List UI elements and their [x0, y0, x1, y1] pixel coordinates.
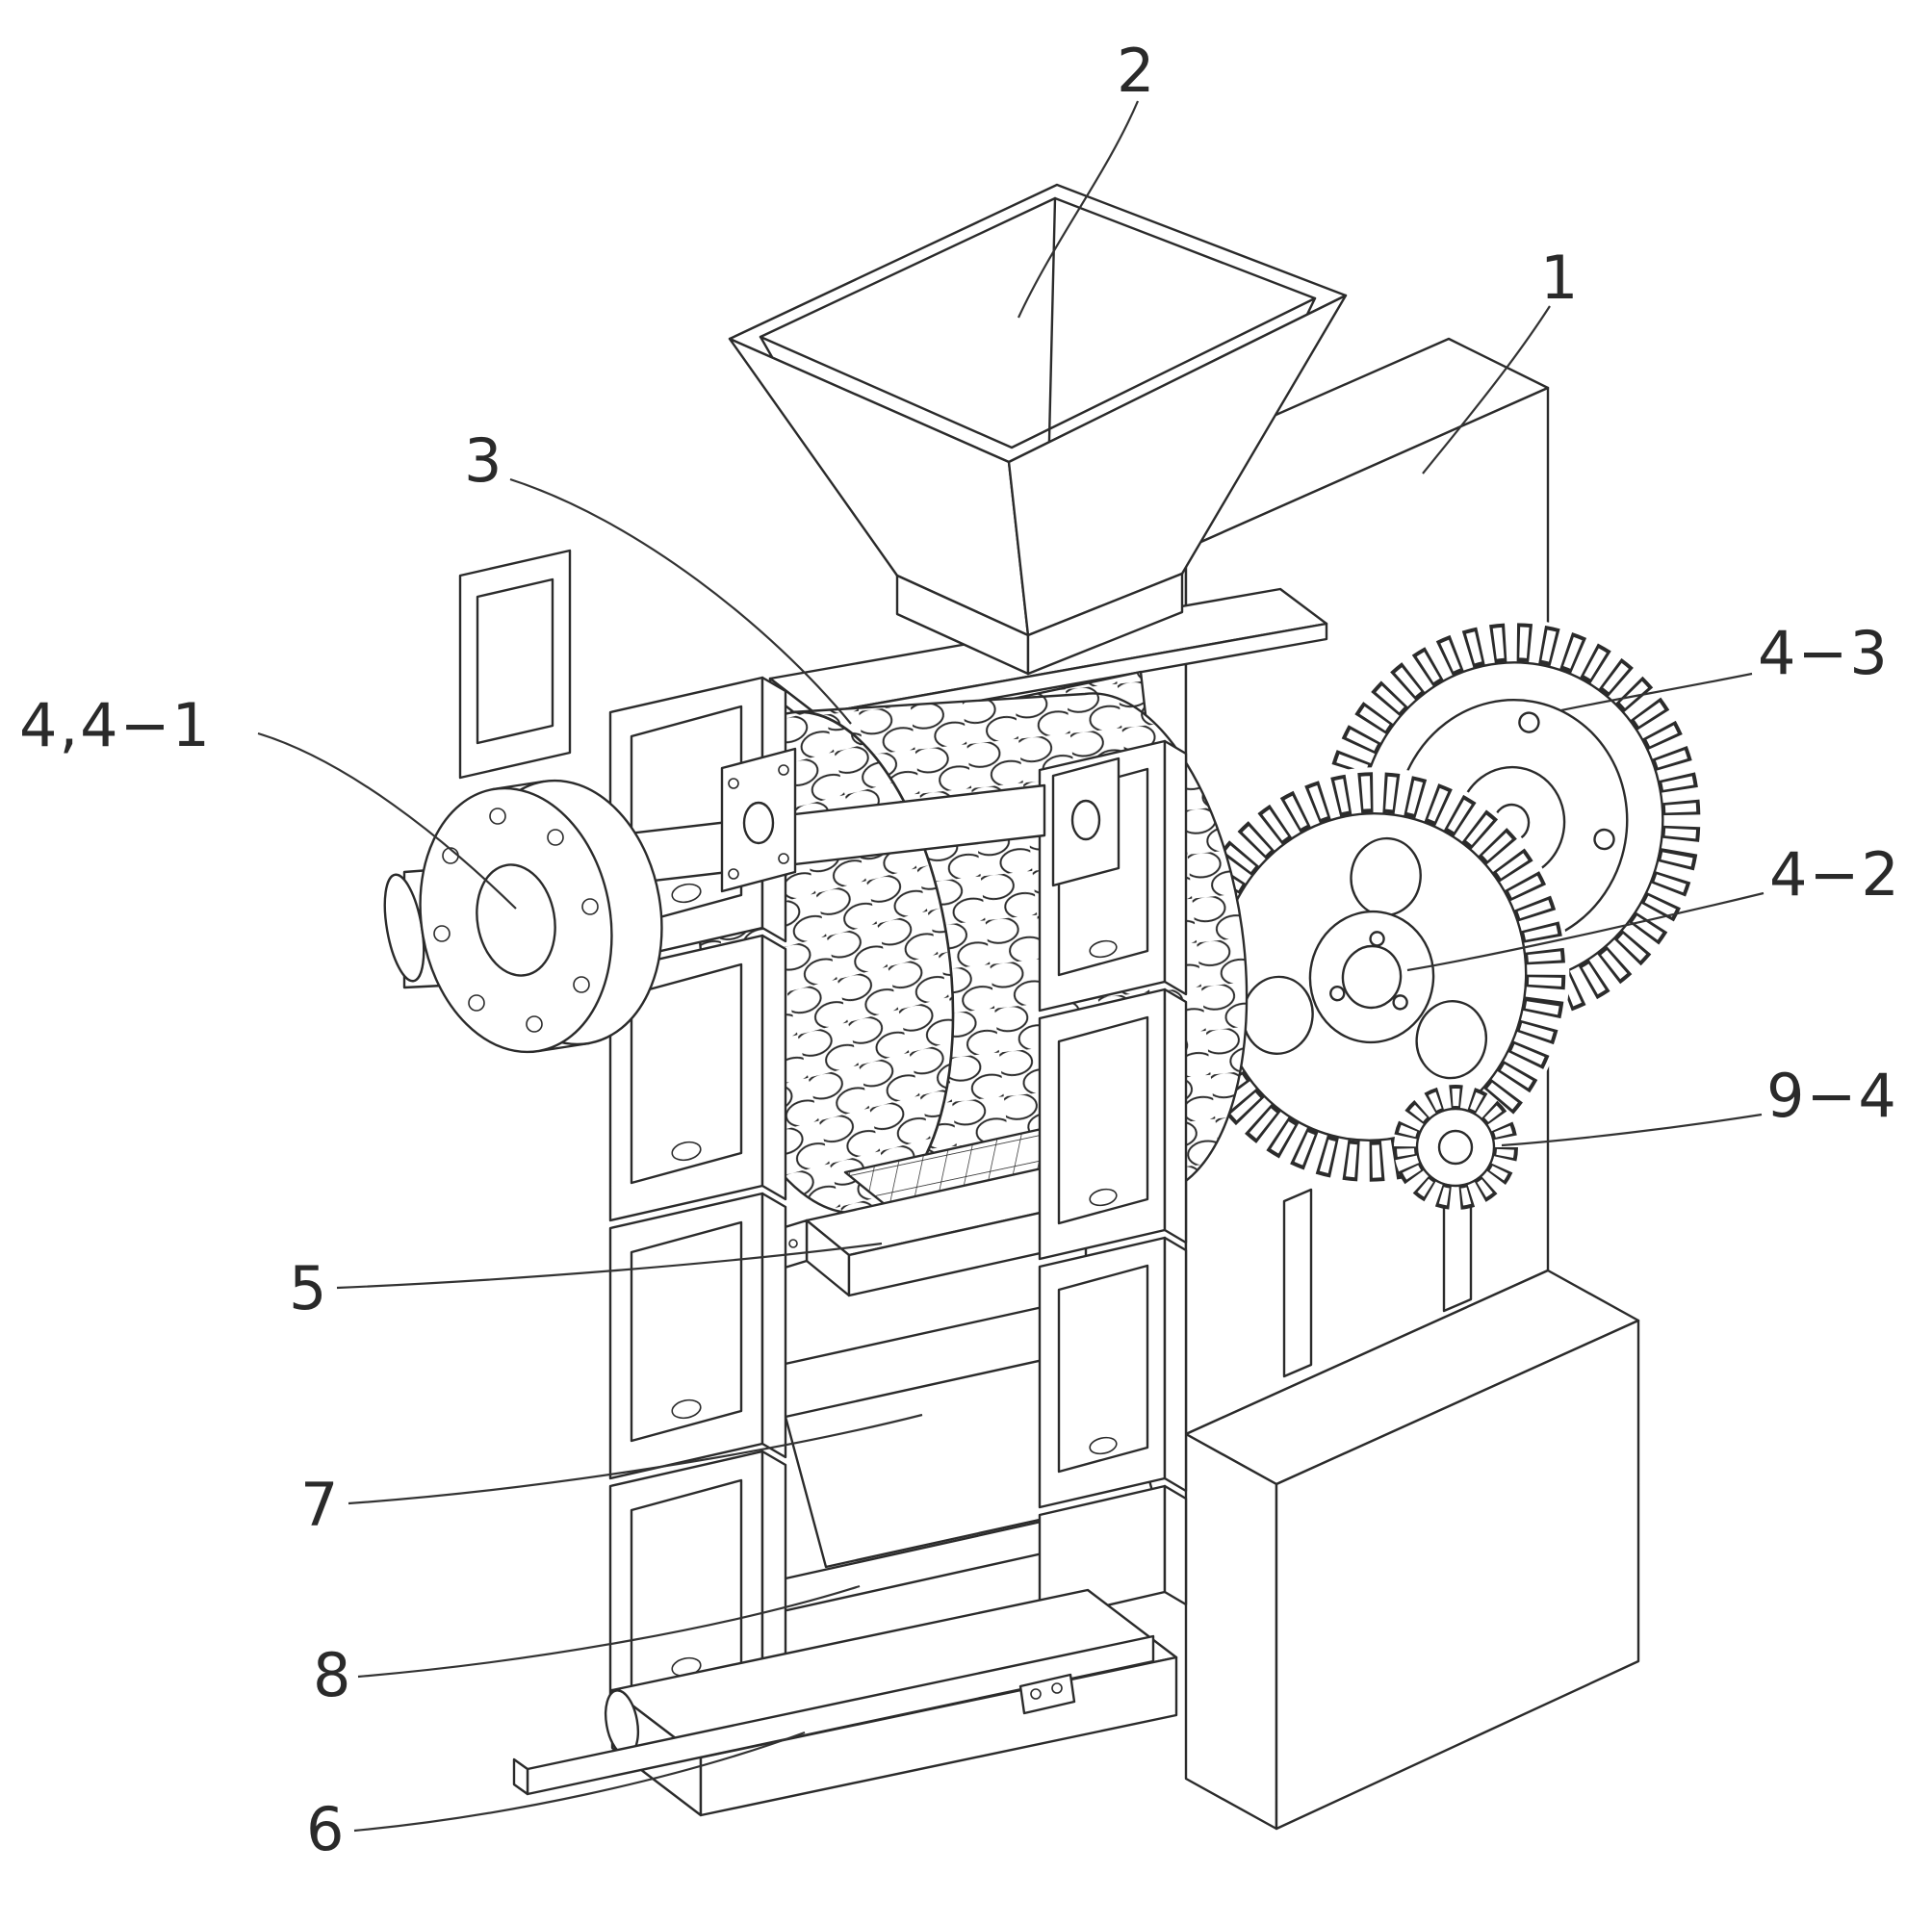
support-columns — [458, 549, 1188, 1738]
bearing-plates — [720, 747, 1121, 893]
coupling-flange — [383, 779, 663, 1054]
leader-lines — [257, 100, 1765, 1833]
label-7: 7 — [300, 1470, 340, 1540]
label-4-4-1: 4,4−1 — [19, 690, 212, 760]
label-2: 2 — [1117, 36, 1156, 106]
labels: 2 1 3 4,4−1 4−3 4−2 9−4 5 7 8 6 — [19, 36, 1901, 1864]
label-4-3: 4−3 — [1758, 618, 1890, 688]
label-3: 3 — [464, 425, 503, 496]
label-8: 8 — [313, 1640, 352, 1710]
label-6: 6 — [306, 1794, 346, 1864]
label-9-4: 9−4 — [1766, 1061, 1898, 1131]
conveyor — [512, 1588, 1178, 1817]
left-column — [608, 676, 787, 1738]
label-5: 5 — [289, 1253, 328, 1323]
label-4-2: 4−2 — [1769, 839, 1901, 910]
label-1: 1 — [1540, 243, 1580, 313]
gear-9-4 — [1393, 1085, 1518, 1313]
hopper — [728, 183, 1348, 676]
